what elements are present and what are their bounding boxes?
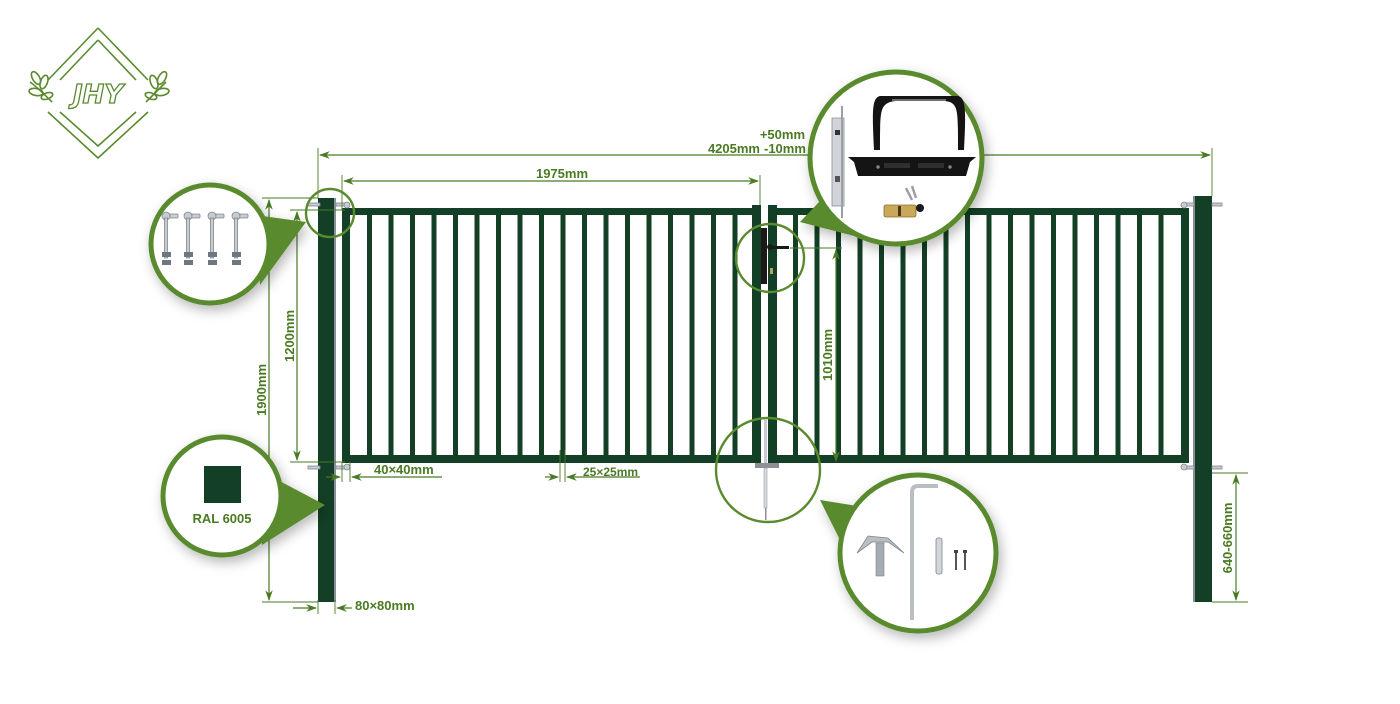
vertical-bar	[711, 214, 716, 456]
vertical-bar	[582, 214, 587, 456]
vertical-bar	[943, 214, 949, 456]
vertical-bar	[431, 214, 437, 456]
vertical-bar	[1008, 214, 1013, 456]
vertical-bar	[410, 214, 415, 456]
vertical-bar	[1051, 214, 1056, 456]
vertical-bar	[560, 214, 566, 456]
color-callout: RAL 6005	[160, 434, 325, 558]
post-height-label: 1900mm	[254, 364, 269, 416]
hinge-bottom-right	[1180, 463, 1223, 471]
vertical-bar	[367, 214, 372, 456]
hinge-bottom-left	[307, 463, 351, 471]
vertical-bar	[625, 214, 630, 456]
vertical-bar	[517, 214, 523, 456]
tolerance-plus-label: +50mm	[760, 127, 805, 142]
color-swatch-icon	[204, 466, 241, 503]
vertical-bar	[814, 214, 820, 456]
vertical-bar	[836, 214, 841, 456]
vertical-bar	[879, 214, 884, 456]
vertical-bar	[496, 214, 501, 456]
vertical-bar	[1158, 214, 1164, 456]
vertical-bar	[388, 214, 394, 456]
vertical-bar	[793, 214, 798, 456]
dimension-gate-height: 1200mm	[282, 209, 345, 463]
vertical-bar	[922, 214, 927, 456]
drop-bolt-icon	[856, 484, 967, 620]
left-post	[318, 198, 335, 602]
laurel-left-icon	[28, 70, 54, 103]
right-gate-leaf	[768, 205, 1189, 463]
drop-bolt-callout	[714, 416, 999, 634]
lock-callout	[734, 69, 985, 294]
leaf-width-label: 1975mm	[536, 166, 588, 181]
vertical-bar	[965, 214, 970, 456]
vertical-bar	[900, 214, 906, 456]
vertical-bars	[367, 214, 1164, 456]
vertical-bar	[689, 214, 695, 456]
handle-height-label: 1010mm	[820, 329, 835, 381]
vertical-bar	[1072, 214, 1078, 456]
dimension-bar-profile: 25×25mm	[545, 450, 640, 482]
vertical-bar	[668, 214, 673, 456]
bar-profile-label: 25×25mm	[583, 465, 638, 479]
hinge-bolts-icon	[161, 211, 249, 265]
dimension-frame-profile: 40×40mm	[326, 462, 442, 482]
underground-depth-label: 640-660mm	[1220, 503, 1235, 574]
dimension-leaf-width: 1975mm	[341, 166, 761, 210]
vertical-bar	[857, 214, 863, 456]
laurel-right-icon	[144, 70, 170, 103]
vertical-bar	[453, 214, 458, 456]
hinge-callout	[148, 182, 356, 306]
overall-width-label: 4205mm	[708, 141, 760, 156]
dimension-post-profile: 80×80mm	[293, 598, 415, 614]
jhy-logo: JHY	[28, 27, 170, 160]
dimension-overall-width: +50mm 4205mm -10mm	[317, 127, 1213, 198]
vertical-bar	[539, 214, 544, 456]
vertical-bar	[646, 214, 652, 456]
logo-text: JHY	[68, 80, 126, 110]
frame-profile-label: 40×40mm	[374, 462, 434, 477]
dimension-underground-depth: 640-660mm	[1212, 472, 1248, 603]
gate-structure	[307, 196, 1223, 602]
gate-lock	[761, 228, 789, 284]
tolerance-minus-label: -10mm	[764, 141, 806, 156]
drop-bolt-detail-ring	[714, 416, 822, 524]
vertical-bar	[1115, 214, 1121, 456]
vertical-bar	[603, 214, 609, 456]
left-gate-leaf	[342, 205, 761, 463]
vertical-bar	[1137, 214, 1142, 456]
ral-color-label: RAL 6005	[192, 511, 251, 526]
drop-bolt	[755, 420, 779, 520]
vertical-bar	[732, 214, 738, 456]
lock-detail-ring	[734, 222, 806, 294]
vertical-bar	[1029, 214, 1035, 456]
lock-set-icon	[831, 96, 976, 218]
post-profile-label: 80×80mm	[355, 598, 415, 613]
hinge-detail-ring	[304, 187, 356, 239]
hinge-top-right	[1180, 201, 1223, 209]
vertical-bar	[986, 214, 992, 456]
right-post	[1195, 196, 1212, 602]
vertical-bar	[474, 214, 480, 456]
dimension-handle-height: 1010mm	[790, 247, 842, 463]
vertical-bar	[1094, 214, 1099, 456]
gate-height-label: 1200mm	[282, 310, 297, 362]
